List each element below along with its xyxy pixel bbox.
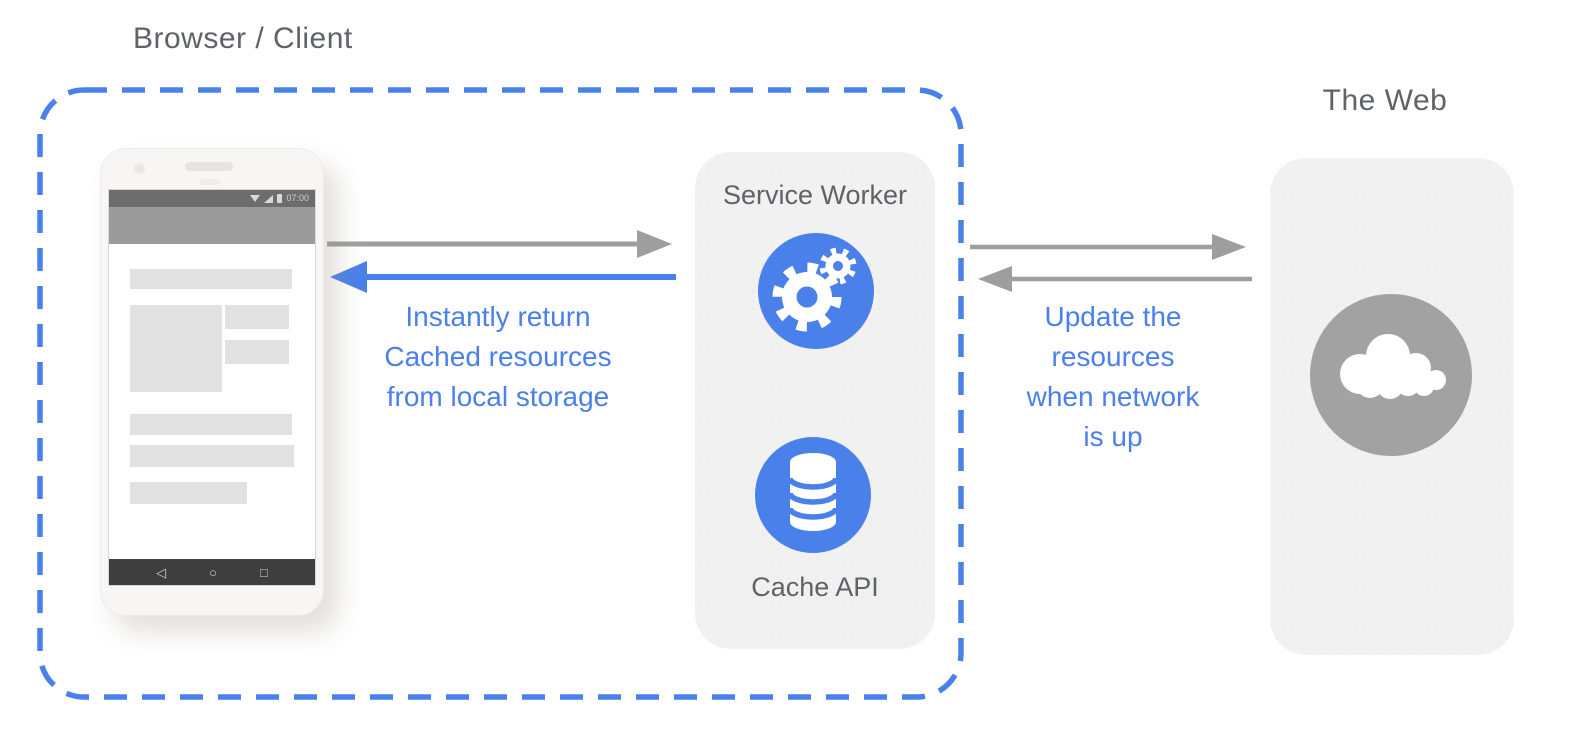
camera-icon — [134, 163, 145, 174]
web-panel — [1270, 158, 1514, 655]
status-bar: 07:00 — [109, 190, 315, 207]
service-worker-panel: Service Worker — [695, 152, 935, 649]
network-response-arrow — [978, 266, 1252, 292]
cache-api-label: Cache API — [751, 572, 879, 602]
cache-return-arrow — [330, 261, 676, 293]
cloud-icon — [1310, 294, 1472, 456]
gears-icon — [758, 233, 874, 349]
nav-back-icon: ◁ — [156, 564, 167, 580]
content-placeholder-block — [130, 269, 292, 289]
battery-icon — [277, 194, 283, 203]
network-request-arrow — [970, 234, 1246, 260]
speaker-slot — [185, 162, 233, 171]
browser-client-title: Browser / Client — [133, 22, 353, 55]
request-arrow — [327, 230, 672, 258]
database-icon — [755, 437, 871, 553]
content-placeholder-block — [225, 340, 289, 364]
nav-home-icon: ○ — [209, 564, 217, 580]
content-placeholder-block — [130, 482, 247, 504]
nav-bar: ◁ ○ □ — [109, 559, 315, 585]
web-title: The Web — [1322, 84, 1448, 117]
content-placeholder-block — [130, 305, 222, 392]
cell-signal-icon — [264, 194, 274, 203]
content-placeholder-block — [130, 445, 294, 467]
app-bar — [109, 207, 315, 244]
network-update-label: Update the resources when network is up — [1026, 301, 1200, 452]
content-placeholder-block — [130, 414, 292, 435]
cache-return-label: Instantly return Cached resources from l… — [384, 301, 612, 412]
sensor-dots — [200, 179, 220, 185]
nav-recents-icon: □ — [260, 564, 268, 580]
status-time: 07:00 — [286, 193, 309, 203]
content-placeholder-block — [225, 305, 289, 329]
phone-mockup: 07:00 ◁ ○ □ — [100, 148, 324, 616]
service-worker-title: Service Worker — [722, 180, 908, 210]
wifi-icon — [250, 195, 261, 202]
phone-screen: 07:00 ◁ ○ □ — [108, 189, 316, 586]
